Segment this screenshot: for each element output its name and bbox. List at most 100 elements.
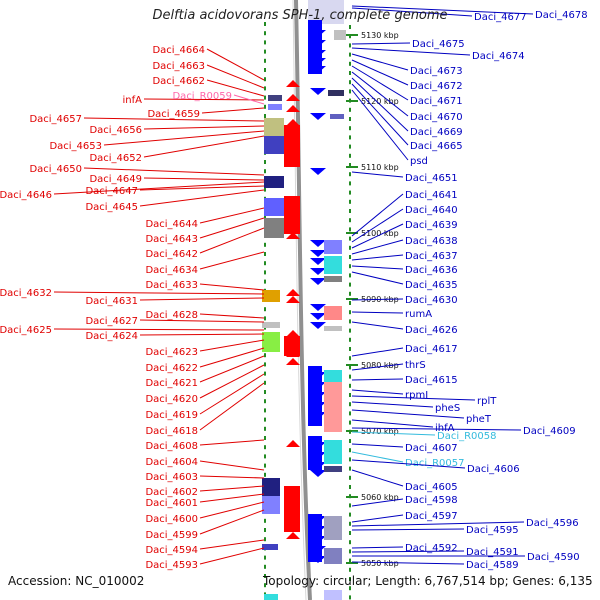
leader-line-right	[351, 395, 476, 401]
scale-tick-right	[349, 80, 351, 85]
scale-tick-left	[264, 564, 266, 569]
gene-label-left: Daci_4650	[29, 164, 82, 175]
gene-label-right: Daci_4592	[405, 543, 458, 554]
gene-label-right: Daci_4669	[410, 127, 463, 138]
gene-label-right: Daci_4651	[405, 173, 458, 184]
scale-tick-right	[349, 163, 351, 167]
scale-tick-left	[264, 583, 266, 588]
gene-label-left: Daci_4664	[152, 45, 205, 56]
leader-line-right	[351, 271, 404, 285]
scale-tick-right	[349, 374, 351, 379]
leader-line-right	[351, 223, 404, 249]
gene-label-right: Daci_4639	[405, 220, 458, 231]
leader-line-right	[351, 469, 404, 487]
scale-tick-left	[264, 114, 266, 118]
gene-label-right: Daci_4672	[410, 81, 463, 92]
scale-tick-right	[349, 291, 351, 296]
scale-tick-left	[264, 390, 266, 394]
gene-arrow-right-strand	[310, 168, 326, 175]
scale-tick-right	[349, 71, 351, 75]
leader-line-left	[53, 291, 265, 295]
gene-label-right: Daci_4671	[410, 96, 463, 107]
feature-track-block	[324, 548, 342, 564]
scale-tick-right	[349, 218, 351, 223]
kbp-label: 5070 kbp	[361, 427, 399, 436]
leader-line-right	[351, 298, 404, 301]
gene-label-left: Daci_4659	[147, 109, 200, 120]
gene-block-right-strand	[308, 514, 322, 562]
leader-line-right	[351, 561, 465, 565]
feature-track-block	[264, 136, 284, 154]
gene-label-right: pheS	[435, 403, 460, 414]
gene-label-left: Daci_4656	[89, 125, 142, 136]
scale-tick-left	[264, 408, 266, 413]
gene-label-left: Daci_4625	[0, 325, 52, 336]
scale-tick-right	[349, 34, 351, 39]
leader-line-left	[199, 227, 265, 254]
feature-track-block	[328, 90, 344, 96]
scale-tick-right	[349, 521, 351, 526]
scale-tick-right	[349, 347, 351, 351]
gene-label-left: Daci_4652	[89, 153, 142, 164]
scale-tick-left	[264, 426, 266, 431]
scale-tick-right	[349, 172, 351, 177]
gene-block-left-strand	[284, 486, 300, 532]
leader-line-left	[139, 185, 265, 191]
gene-label-left: Daci_4622	[145, 363, 198, 374]
gene-label-left: Daci_4604	[145, 457, 198, 468]
scale-tick-right	[349, 337, 351, 342]
leader-line-left	[143, 177, 265, 181]
kbp-label: 5130 kbp	[361, 31, 399, 40]
leader-line-right	[351, 59, 409, 86]
gene-label-right: Daci_4678	[535, 10, 588, 21]
gene-arrow-right-strand	[310, 470, 326, 477]
scale-tick-left	[264, 528, 266, 532]
scale-tick-left	[264, 537, 266, 542]
leader-line-right	[351, 401, 434, 408]
scale-tick-right	[349, 503, 351, 508]
gene-label-left: Daci_4647	[85, 186, 138, 197]
gene-label-left: Daci_4633	[145, 280, 198, 291]
scale-tick-left	[264, 472, 266, 477]
leader-line-left	[199, 485, 265, 492]
scale-tick-left	[264, 362, 266, 367]
gene-arrow-right-strand	[310, 88, 326, 95]
scale-tick-right	[349, 540, 351, 545]
scale-tick-left	[264, 86, 266, 91]
leader-line-left	[139, 333, 265, 336]
feature-track-block	[262, 478, 280, 496]
gene-label-left: Daci_4600	[145, 514, 198, 525]
gene-arrow-right-strand	[310, 268, 326, 275]
leader-line-right	[351, 171, 404, 178]
gene-label-right: Daci_4589	[466, 560, 519, 571]
gene-label-left: Daci_4646	[0, 190, 52, 201]
scale-tick-left	[264, 436, 266, 440]
feature-track-block	[324, 370, 342, 382]
scale-tick-right	[349, 531, 351, 535]
scale-tick-right	[349, 512, 351, 517]
leader-line-right	[351, 459, 466, 469]
leader-line-left	[199, 207, 265, 224]
gene-label-right: Daci_4597	[405, 511, 458, 522]
leader-line-right	[351, 5, 534, 15]
feature-track-block	[264, 118, 284, 136]
gene-label-right: Daci_4638	[405, 236, 458, 247]
gene-label-right: Daci_4591	[466, 547, 519, 558]
gene-label-left: Daci_R0059	[172, 91, 232, 102]
leader-line-right	[351, 378, 404, 381]
gene-label-left: Daci_4649	[89, 174, 142, 185]
feature-track-block	[262, 496, 280, 514]
gene-label-right: Daci_4641	[405, 190, 458, 201]
gene-label-right: Daci_4590	[527, 552, 580, 563]
scale-tick-right	[349, 365, 351, 370]
scale-tick-right	[349, 301, 351, 305]
gene-label-left: Daci_4618	[145, 426, 198, 437]
scale-tick-right	[349, 199, 351, 204]
feature-track-block	[330, 114, 344, 119]
gene-label-left: Daci_4599	[145, 530, 198, 541]
scale-tick-right	[349, 411, 351, 416]
gene-label-right: rpmI	[405, 390, 428, 401]
scale-tick-left	[264, 555, 266, 560]
leader-line-right	[351, 528, 465, 531]
